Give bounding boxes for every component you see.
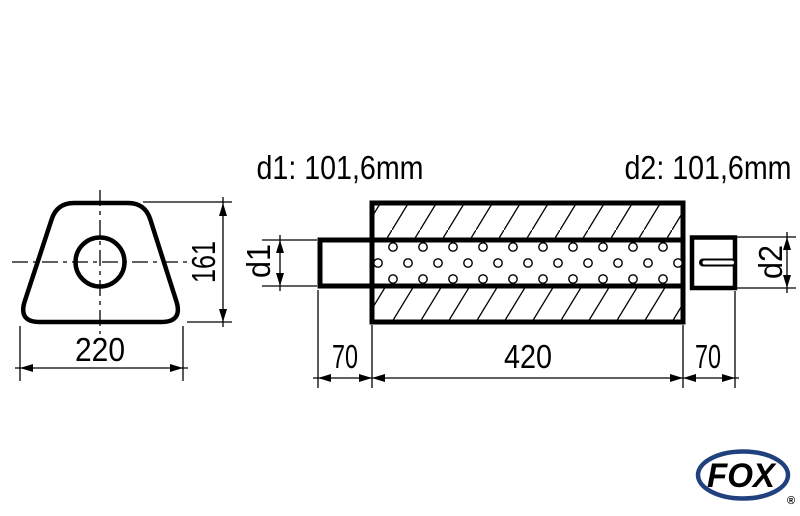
fox-logo: FOX ®	[695, 449, 795, 507]
damping-hatch-bottom	[374, 288, 681, 320]
width-dimension: 220	[15, 326, 188, 381]
perforation-hole	[388, 242, 398, 252]
perforation-hole	[613, 258, 623, 268]
outlet-pipe	[689, 235, 738, 291]
perforation-hole	[598, 274, 608, 284]
perforation-hole	[463, 258, 473, 268]
perforation-hole	[418, 274, 428, 284]
perforation-holes	[373, 242, 683, 284]
perforation-hole	[403, 258, 413, 268]
perforation-hole	[493, 258, 503, 268]
perforation-hole	[598, 242, 608, 252]
perforation-hole	[478, 242, 488, 252]
body-length-value: 420	[504, 338, 552, 375]
front-view: 161 220	[12, 190, 232, 381]
damping-hatch-top	[374, 205, 681, 238]
fox-logo-text: FOX	[707, 457, 777, 495]
perforation-hole	[628, 242, 638, 252]
perforation-hole	[538, 274, 548, 284]
d1-dimension: d1	[240, 235, 317, 291]
inlet-length-value: 70	[332, 338, 358, 375]
perforation-hole	[373, 258, 383, 268]
d2-dimension-text: d2: 101,6mm	[625, 149, 792, 186]
fox-logo-ellipse	[695, 449, 791, 501]
perforation-hole	[628, 274, 638, 284]
height-dim-value: 161	[185, 241, 222, 283]
perforation-hole	[478, 274, 488, 284]
side-view: d1: 101,6mm d2: 101,6mm d1	[240, 149, 796, 388]
perforation-hole	[553, 258, 563, 268]
perforation-hole	[448, 242, 458, 252]
perforation-hole	[658, 242, 668, 252]
d1-dimension-text: d1: 101,6mm	[257, 149, 424, 186]
d2-dimension: d2	[737, 232, 796, 293]
perforation-hole	[523, 258, 533, 268]
perforation-hole	[643, 258, 653, 268]
inlet-pipe	[317, 237, 681, 289]
perforation-hole	[508, 242, 518, 252]
width-dim-value: 220	[75, 331, 125, 368]
registered-mark: ®	[787, 495, 795, 507]
d2-label: d2	[752, 245, 789, 279]
length-dimensions: 70 420 70	[313, 290, 739, 388]
perforation-hole	[448, 274, 458, 284]
perforation-hole	[568, 274, 578, 284]
perforation-hole	[658, 274, 668, 284]
perforation-hole	[538, 242, 548, 252]
perforation-hole	[433, 258, 443, 268]
d1-label: d1	[240, 244, 277, 278]
perforation-hole	[673, 258, 683, 268]
height-dimension: 161	[143, 197, 232, 327]
perforation-hole	[583, 258, 593, 268]
perforation-hole	[508, 274, 518, 284]
perforation-hole	[568, 242, 578, 252]
outlet-length-value: 70	[695, 338, 721, 375]
perforation-hole	[388, 274, 398, 284]
perforation-hole	[418, 242, 428, 252]
